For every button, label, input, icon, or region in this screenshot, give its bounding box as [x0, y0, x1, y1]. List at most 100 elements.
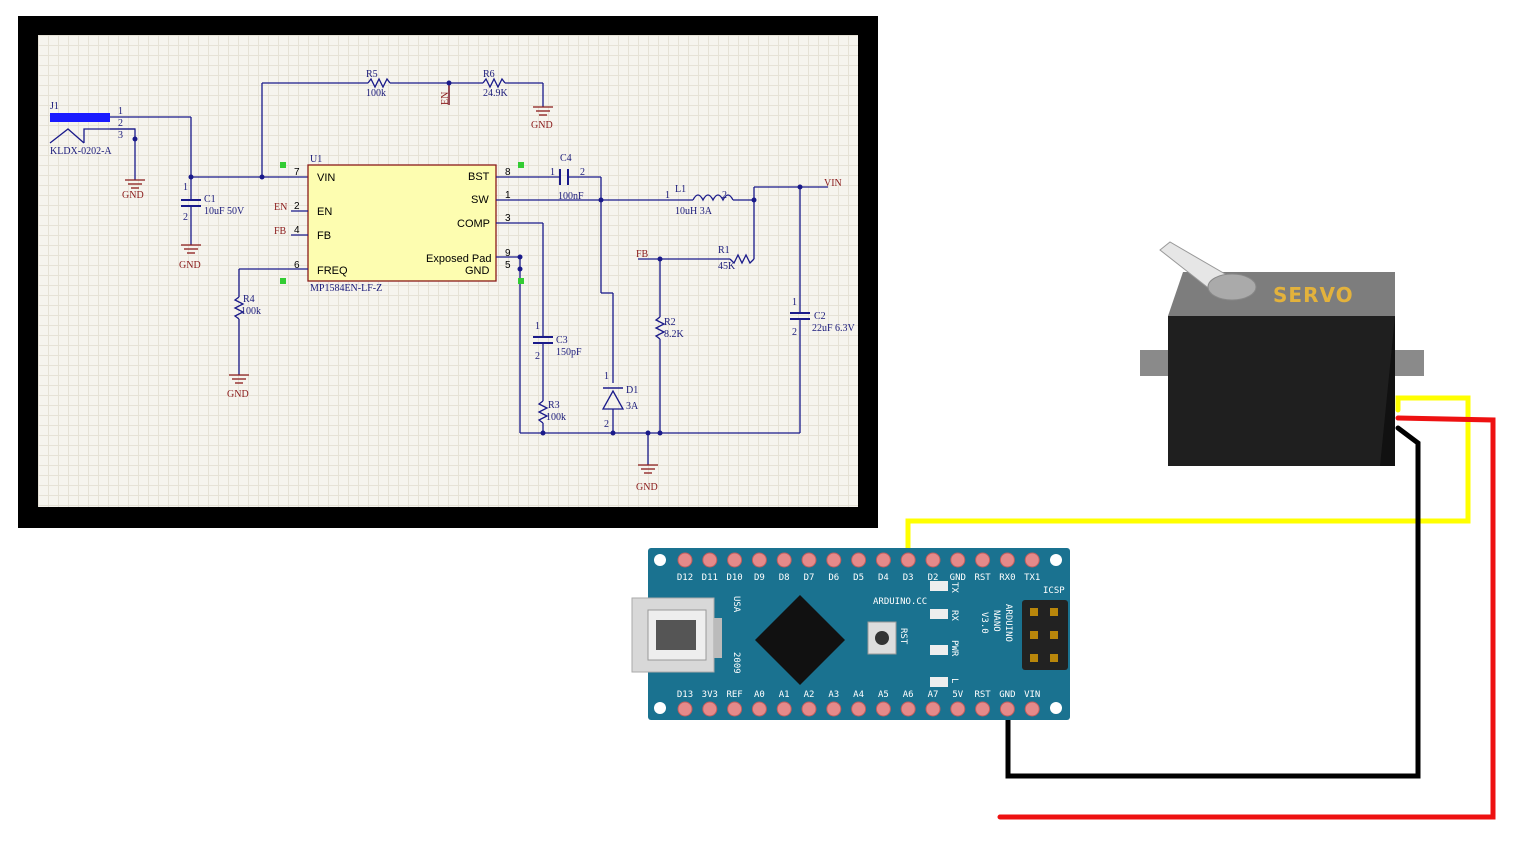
u1-part: MP1584EN-LF-Z: [310, 283, 382, 294]
bottom-pin-label: D13: [677, 690, 693, 700]
ground-wire[interactable]: [1005, 425, 1421, 779]
bottom-pin-pad[interactable]: [950, 701, 966, 717]
top-pin-label: RST: [974, 573, 991, 583]
led-rx: [930, 609, 948, 619]
bottom-pin-label: A2: [804, 690, 815, 700]
top-pin-pad[interactable]: [702, 552, 718, 568]
c1-pin1: 1: [183, 182, 188, 193]
bottom-pin-pad[interactable]: [975, 701, 991, 717]
l1-value: 10uH 3A: [675, 206, 713, 217]
d1-ref: D1: [626, 385, 638, 396]
u1-pin-bst-num: 8: [505, 167, 511, 178]
servo-motor: SERVO: [1140, 241, 1424, 466]
c1-ref: C1: [204, 194, 216, 205]
top-pin-pad[interactable]: [727, 552, 743, 568]
l1-pin1: 1: [665, 190, 670, 201]
servo-label: SERVO: [1273, 283, 1354, 307]
bottom-pin-pad[interactable]: [999, 701, 1015, 717]
bottom-pin-pad[interactable]: [925, 701, 941, 717]
bottom-pin-label: A1: [779, 690, 790, 700]
j1-ref: J1: [50, 101, 59, 112]
bottom-pin-label: A3: [828, 690, 839, 700]
j1-part: KLDX-0202-A: [50, 146, 112, 157]
vin-net-label: VIN: [824, 178, 842, 189]
top-pin-pad[interactable]: [1024, 552, 1040, 568]
r5-value: 100k: [366, 88, 386, 99]
u1-pin-en: EN: [317, 206, 332, 218]
bottom-pin-label: A5: [878, 690, 889, 700]
bottom-pin-pad[interactable]: [727, 701, 743, 717]
d1-pin2: 2: [604, 419, 609, 430]
fb-net-label: FB: [274, 226, 287, 237]
top-pin-label: D7: [804, 573, 815, 583]
c2-pin2: 2: [792, 327, 797, 338]
gnd-label-r4: GND: [227, 389, 249, 400]
bottom-pin-pad[interactable]: [677, 701, 693, 717]
power-wire[interactable]: [997, 415, 1496, 820]
c2-pin1: 1: [792, 297, 797, 308]
bottom-pin-pad[interactable]: [826, 701, 842, 717]
arduino-nano-board: ARDUINO.CC ICSP USA 2009 RST TX RX PWR L…: [631, 548, 1070, 720]
top-pin-label: D11: [702, 573, 718, 583]
led-pwr-label: PWR: [949, 640, 959, 657]
brand-text: ARDUINO.CC: [873, 597, 927, 607]
bottom-pin-pad[interactable]: [1024, 701, 1040, 717]
model-line-3: V3.0: [979, 612, 989, 634]
bottom-pin-label: A6: [903, 690, 914, 700]
top-pin-pad[interactable]: [851, 552, 867, 568]
bottom-pin-pad[interactable]: [900, 701, 916, 717]
u1-pin-gnd: GND: [465, 265, 490, 277]
d1-value: 3A: [626, 401, 639, 412]
j1-pin2: 2: [118, 118, 123, 129]
bottom-pin-pad[interactable]: [776, 701, 792, 717]
u1-pin-gnd-num: 5: [505, 260, 511, 271]
u1-pin-fb-num: 4: [294, 225, 300, 236]
r3-ref: R3: [548, 400, 560, 411]
bottom-pin-pad[interactable]: [751, 701, 767, 717]
c4-pin1: 1: [550, 167, 555, 178]
led-l: [930, 677, 948, 687]
u1-pin-sw: SW: [471, 194, 489, 206]
top-pin-pad[interactable]: [801, 552, 817, 568]
top-pin-pad[interactable]: [776, 552, 792, 568]
led-tx-label: TX: [949, 582, 959, 593]
top-pin-label: D5: [853, 573, 864, 583]
j1-jack-symbol: [49, 128, 85, 144]
bottom-pin-label: GND: [999, 690, 1015, 700]
led-pwr: [930, 645, 948, 655]
top-pin-label: RX0: [999, 573, 1015, 583]
top-pin-pad[interactable]: [677, 552, 693, 568]
bottom-pin-label: 3V3: [702, 690, 718, 700]
ic-u1-body: [307, 164, 497, 282]
bottom-pin-pad[interactable]: [875, 701, 891, 717]
top-pin-pad[interactable]: [999, 552, 1015, 568]
top-pin-pad[interactable]: [751, 552, 767, 568]
d1-pin1: 1: [604, 371, 609, 382]
bottom-pin-label: RST: [974, 690, 991, 700]
top-pin-pad[interactable]: [826, 552, 842, 568]
j1-pin1: 1: [118, 106, 123, 117]
top-pin-pad[interactable]: [950, 552, 966, 568]
signal-wire[interactable]: [905, 395, 1471, 563]
top-pin-pad[interactable]: [975, 552, 991, 568]
model-line-2: NANO: [991, 610, 1001, 632]
top-pin-label: D9: [754, 573, 765, 583]
schematic-svg: J1 KLDX-0202-A 1 2 3 U1 MP1584EN-LF-Z VI…: [49, 69, 856, 493]
bottom-pin-pad[interactable]: [801, 701, 817, 717]
servo-body: [1168, 316, 1395, 466]
r4-value: 100k: [241, 306, 261, 317]
top-pin-label: GND: [950, 573, 966, 583]
r1-value: 45K: [718, 261, 736, 272]
bottom-pin-pad[interactable]: [851, 701, 867, 717]
r2-value: 8.2K: [664, 329, 685, 340]
c3-pin1: 1: [535, 321, 540, 332]
top-pin-pad[interactable]: [900, 552, 916, 568]
top-pin-label: D2: [928, 573, 939, 583]
top-pin-pad[interactable]: [925, 552, 941, 568]
bottom-pin-pad[interactable]: [702, 701, 718, 717]
led-l-label: L: [949, 678, 959, 683]
u1-pin-comp: COMP: [457, 218, 490, 230]
top-pin-pad[interactable]: [875, 552, 891, 568]
